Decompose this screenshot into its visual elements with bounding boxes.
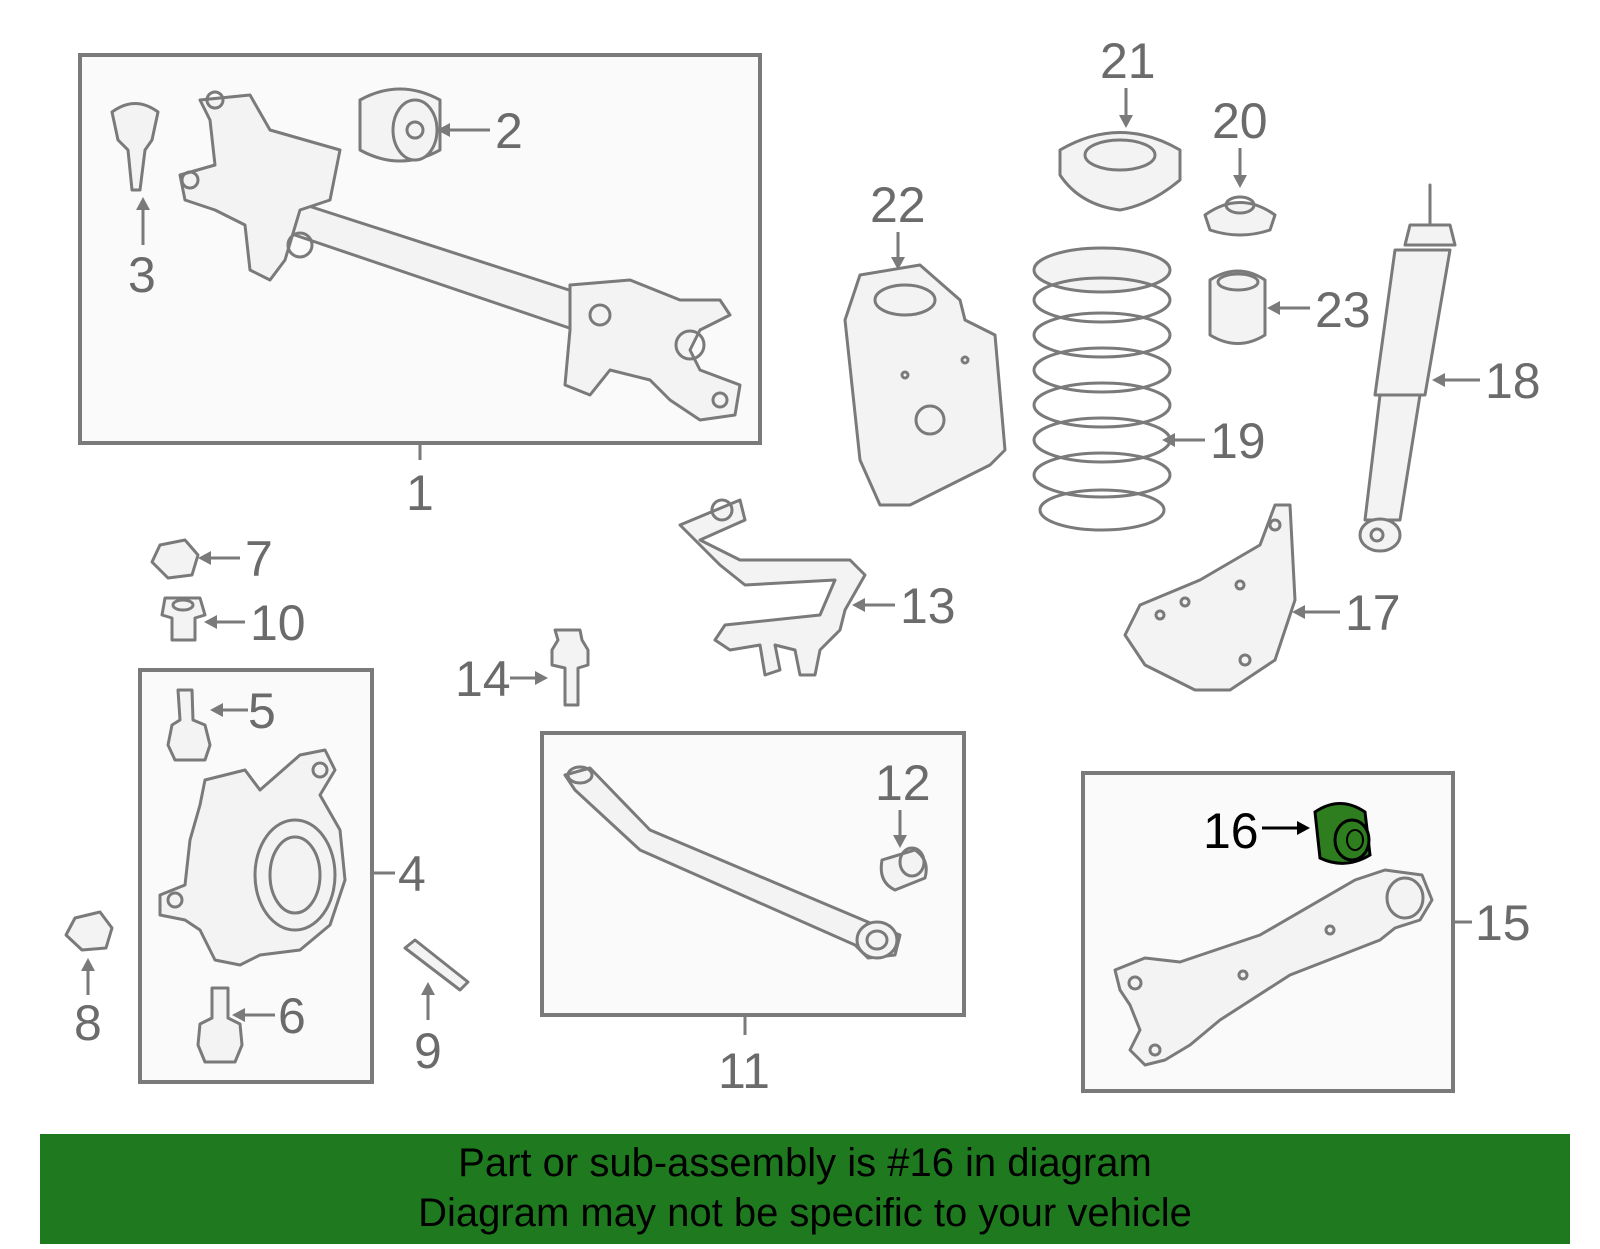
callout-23: 23	[1315, 282, 1371, 338]
callout-18: 18	[1485, 353, 1541, 409]
bracket-part-13-drawing	[678, 498, 867, 677]
callout-13: 13	[900, 578, 956, 634]
callout-3: 3	[128, 247, 156, 303]
axle-beam-drawing	[178, 90, 742, 422]
callout-7: 7	[245, 531, 273, 587]
nut-part-7-drawing	[150, 538, 200, 580]
ball-joint-part-6-drawing	[196, 986, 244, 1064]
callout-9: 9	[414, 1023, 442, 1079]
callout-1: 1	[406, 465, 434, 521]
track-bar-part-11-drawing	[563, 765, 902, 960]
control-arm-part-15-drawing	[1113, 868, 1434, 1067]
axle-assembly-group: 2 3 1	[78, 53, 762, 521]
bump-stop-part-23-drawing	[1208, 269, 1267, 345]
callout-21: 21	[1100, 33, 1156, 89]
callout-22: 22	[870, 177, 926, 233]
banner-line-2: Diagram may not be specific to your vehi…	[418, 1191, 1192, 1235]
callout-20: 20	[1212, 93, 1268, 149]
callout-11: 11	[718, 1043, 770, 1099]
spring-seat-part-21-drawing	[1058, 131, 1182, 212]
track-bar-group: 12 11	[540, 731, 966, 1099]
callout-4: 4	[398, 846, 426, 902]
shock-absorber-part-18-drawing	[1358, 183, 1457, 553]
callout-19: 19	[1210, 413, 1266, 469]
bushing-part-12-drawing	[879, 846, 928, 892]
highlighted-bushing-part-16-drawing	[1313, 802, 1372, 865]
pin-part-9-drawing	[403, 938, 470, 992]
nut-part-10-drawing	[160, 596, 207, 642]
knuckle-part-4-drawing	[158, 748, 347, 967]
callout-15: 15	[1475, 895, 1531, 951]
spring-bracket-part-22-drawing	[843, 263, 1007, 507]
callout-14: 14	[455, 651, 511, 707]
bushing-part-2-drawing	[358, 87, 442, 163]
bolt-part-14-drawing	[550, 628, 590, 707]
callout-2: 2	[495, 103, 523, 159]
callout-17: 17	[1345, 585, 1401, 641]
knuckle-assembly-group: 5 4 6	[138, 668, 426, 1084]
callout-10: 10	[250, 595, 306, 651]
bumper-cap-part-20-drawing	[1203, 195, 1277, 237]
nut-part-8-drawing	[64, 910, 114, 952]
callout-16: 16	[1203, 803, 1259, 859]
callout-12: 12	[875, 755, 931, 811]
info-banner: Part or sub-assembly is #16 in diagram D…	[40, 1134, 1570, 1244]
ball-joint-part-3-drawing	[110, 102, 160, 192]
banner-line-1: Part or sub-assembly is #16 in diagram	[458, 1141, 1152, 1185]
callout-5: 5	[248, 683, 276, 739]
plate-part-17-drawing	[1123, 503, 1297, 692]
coil-spring-part-19-drawing	[1032, 246, 1172, 532]
ball-joint-part-5-drawing	[166, 688, 212, 762]
callout-8: 8	[74, 995, 102, 1051]
callout-6: 6	[278, 988, 306, 1044]
control-arm-group: 16 15	[1081, 771, 1531, 1093]
